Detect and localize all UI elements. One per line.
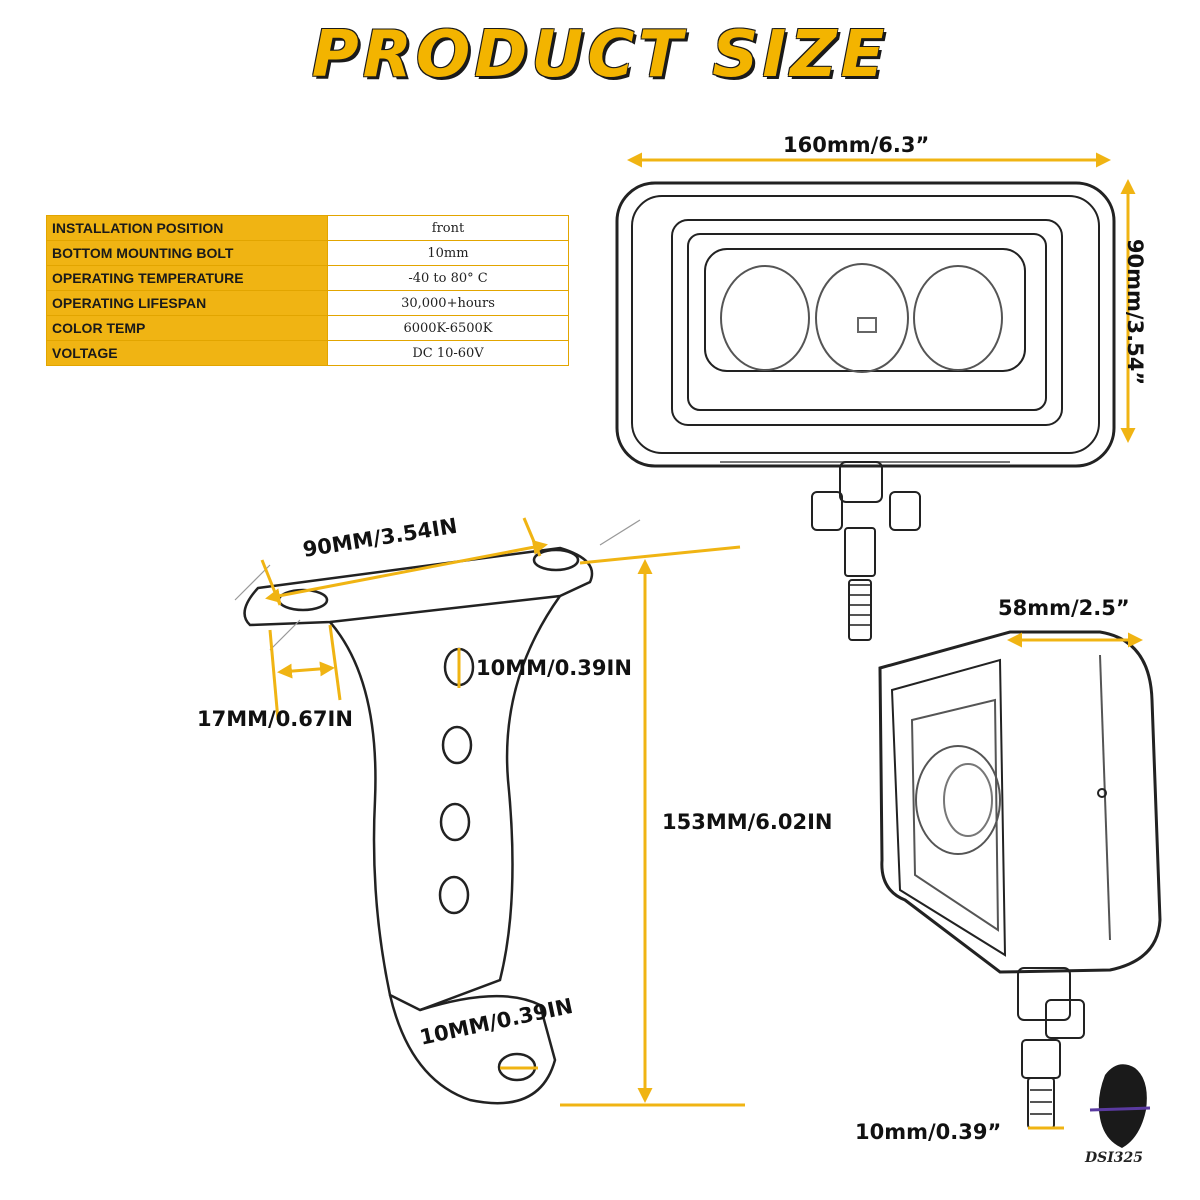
bracket-width-arrow [265,539,548,604]
light-bolt-label: 10mm/0.39” [855,1120,1002,1144]
bracket-drawing [234,519,641,1105]
spec-value: 30,000+hours [327,290,569,316]
spec-value: 6000K-6500K [327,315,569,341]
spec-value: front [327,215,569,241]
table-row: VOLTAGE DC 10-60V [46,340,569,366]
brand-logo [1089,1064,1151,1148]
table-row: OPERATING LIFESPAN 30,000+hours [46,290,569,316]
bracket-height-tick-top [579,545,741,565]
table-row: COLOR TEMP 6000K-6500K [46,315,569,341]
spec-label: OPERATING LIFESPAN [46,290,328,316]
spec-value: 10mm [327,240,569,266]
light-side-view [878,630,1162,1129]
light-width-label: 160mm/6.3” [783,133,930,157]
spec-value: DC 10-60V [327,340,569,366]
spec-value: -40 to 80° C [327,265,569,291]
table-row: INSTALLATION POSITION front [46,215,569,241]
bracket-slot-tick-right [328,624,342,701]
bracket-width-tick-right [522,517,542,557]
page-title: PRODUCT SIZE [311,18,889,92]
table-row: BOTTOM MOUNTING BOLT 10mm [46,240,569,266]
light-depth-label: 58mm/2.5” [998,596,1130,620]
bracket-slot-label: 17MM/0.67IN [197,707,353,731]
bracket-slot-tick-left [268,629,280,721]
spec-label: BOTTOM MOUNTING BOLT [46,240,328,266]
bracket-slot-arrow [277,661,335,679]
bracket-width-tick-left [260,559,282,606]
spec-label: COLOR TEMP [46,315,328,341]
spec-label: VOLTAGE [46,340,328,366]
bracket-top-hole-label: 10MM/0.39IN [476,656,632,680]
table-row: OPERATING TEMPERATURE -40 to 80° C [46,265,569,291]
bracket-height-label: 153MM/6.02IN [662,810,833,834]
watermark-text: DSI325 [1085,1150,1144,1166]
spec-table: INSTALLATION POSITION front BOTTOM MOUNT… [46,215,569,366]
light-height-label: 90mm/3.54” [1123,238,1148,386]
spec-label: OPERATING TEMPERATURE [46,265,328,291]
spec-label: INSTALLATION POSITION [46,215,328,241]
light-front-view [615,181,1116,641]
